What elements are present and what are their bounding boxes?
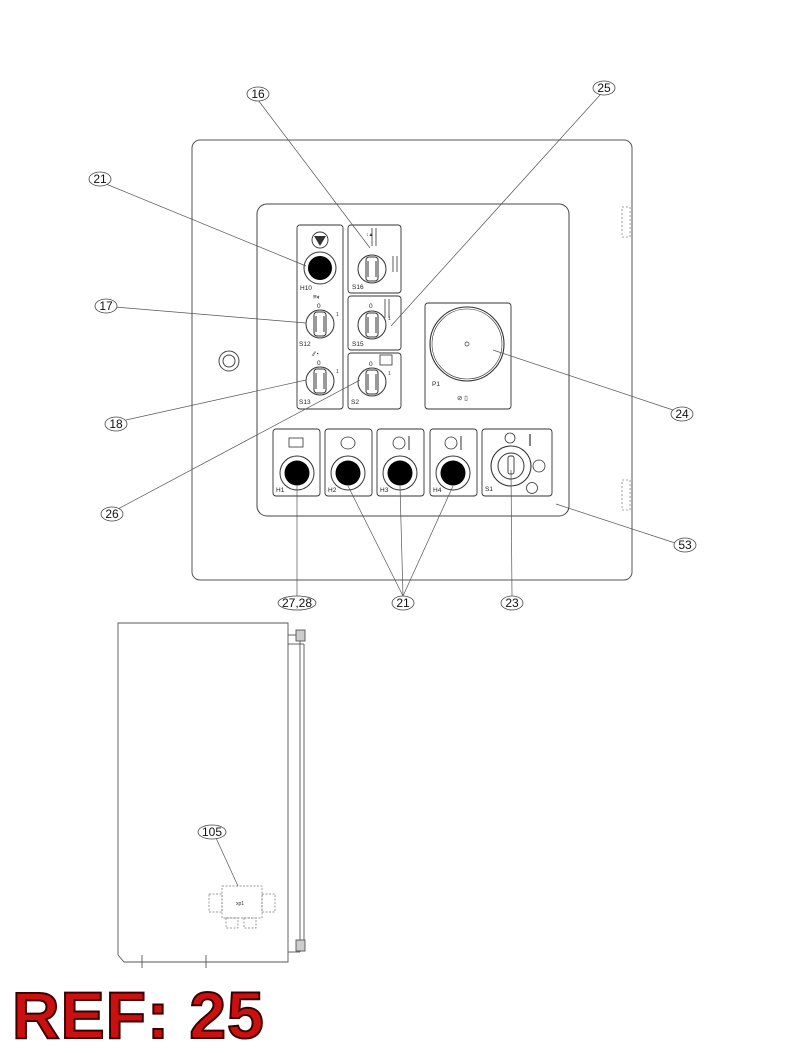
label-s1: S1	[485, 486, 493, 493]
p1-module	[424, 302, 512, 410]
label-s15: S15	[352, 341, 364, 348]
callout-53: 53	[678, 538, 692, 552]
label-h10: H10	[300, 285, 312, 292]
callout-25: 25	[597, 81, 611, 95]
s15-module	[347, 295, 402, 351]
s12-one: 1	[336, 312, 339, 318]
headlight-icon: ≡◐	[313, 294, 321, 301]
s2-one: 1	[388, 371, 391, 377]
lift-icon: ↕▲	[366, 232, 373, 238]
connector-xp1	[208, 885, 276, 929]
s12-zero: 0	[317, 303, 321, 310]
temperature-icon	[444, 436, 458, 450]
callout-24: 24	[675, 407, 689, 421]
s16-module	[347, 224, 402, 294]
left-module	[296, 224, 344, 410]
callout-18: 18	[109, 417, 123, 431]
reference-label: REF: 25	[11, 978, 265, 1052]
h2-lamp	[335, 460, 361, 486]
oil-pressure-icon	[340, 436, 356, 450]
callout-17: 17	[99, 299, 113, 313]
s1-module	[481, 428, 553, 497]
door-side-view	[117, 622, 306, 968]
door-lock	[218, 350, 240, 372]
label-s16: S16	[352, 284, 364, 291]
s2-module	[347, 352, 402, 410]
preheat-icon	[379, 354, 393, 366]
h2-module	[324, 428, 373, 497]
coolant-icon	[392, 436, 406, 450]
label-s2: S2	[351, 399, 359, 406]
callout-21-bottom: 21	[396, 596, 410, 610]
h1-module	[272, 428, 321, 497]
start-icon	[526, 482, 538, 494]
label-h3: H3	[380, 487, 389, 494]
callout-105: 105	[202, 825, 222, 839]
label-s13: S13	[299, 399, 311, 406]
hinge-top	[621, 206, 631, 238]
h10-lamp	[308, 256, 332, 280]
callouts: 16 25 21 17 18 24 26 53 27,28 21 23 105	[88, 80, 697, 840]
connector-label: xp1	[236, 901, 244, 907]
s15-one: 1	[388, 316, 391, 322]
h1-lamp	[284, 460, 310, 486]
callout-21-top: 21	[93, 172, 107, 186]
label-p1: P1	[432, 381, 440, 388]
h3-lamp	[387, 460, 413, 486]
callout-23: 23	[505, 596, 519, 610]
cabinet-door	[191, 139, 633, 581]
h4-module	[429, 428, 478, 497]
s2-zero: 0	[369, 361, 373, 368]
h4-lamp	[440, 460, 466, 486]
hazard-icon	[311, 231, 329, 249]
s13-one: 1	[336, 369, 339, 375]
glow-icon	[532, 459, 546, 473]
s13-zero: 0	[317, 360, 321, 367]
p1-gauge	[429, 306, 505, 382]
callout-16: 16	[251, 87, 265, 101]
label-h2: H2	[328, 487, 337, 494]
hinge-bottom	[621, 479, 631, 511]
label-s12: S12	[299, 341, 311, 348]
label-h4: H4	[433, 487, 442, 494]
control-panel	[256, 203, 570, 517]
battery-icon	[288, 437, 304, 448]
callout-26: 26	[105, 507, 119, 521]
label-h1: H1	[276, 487, 285, 494]
s15-zero: 0	[369, 303, 373, 310]
hour-icon: ⊘ ▯	[457, 395, 468, 402]
callout-27-28: 27,28	[282, 596, 312, 610]
leader-lines	[105, 94, 677, 887]
worklight-icon: ⁄⁄◔	[311, 351, 319, 358]
